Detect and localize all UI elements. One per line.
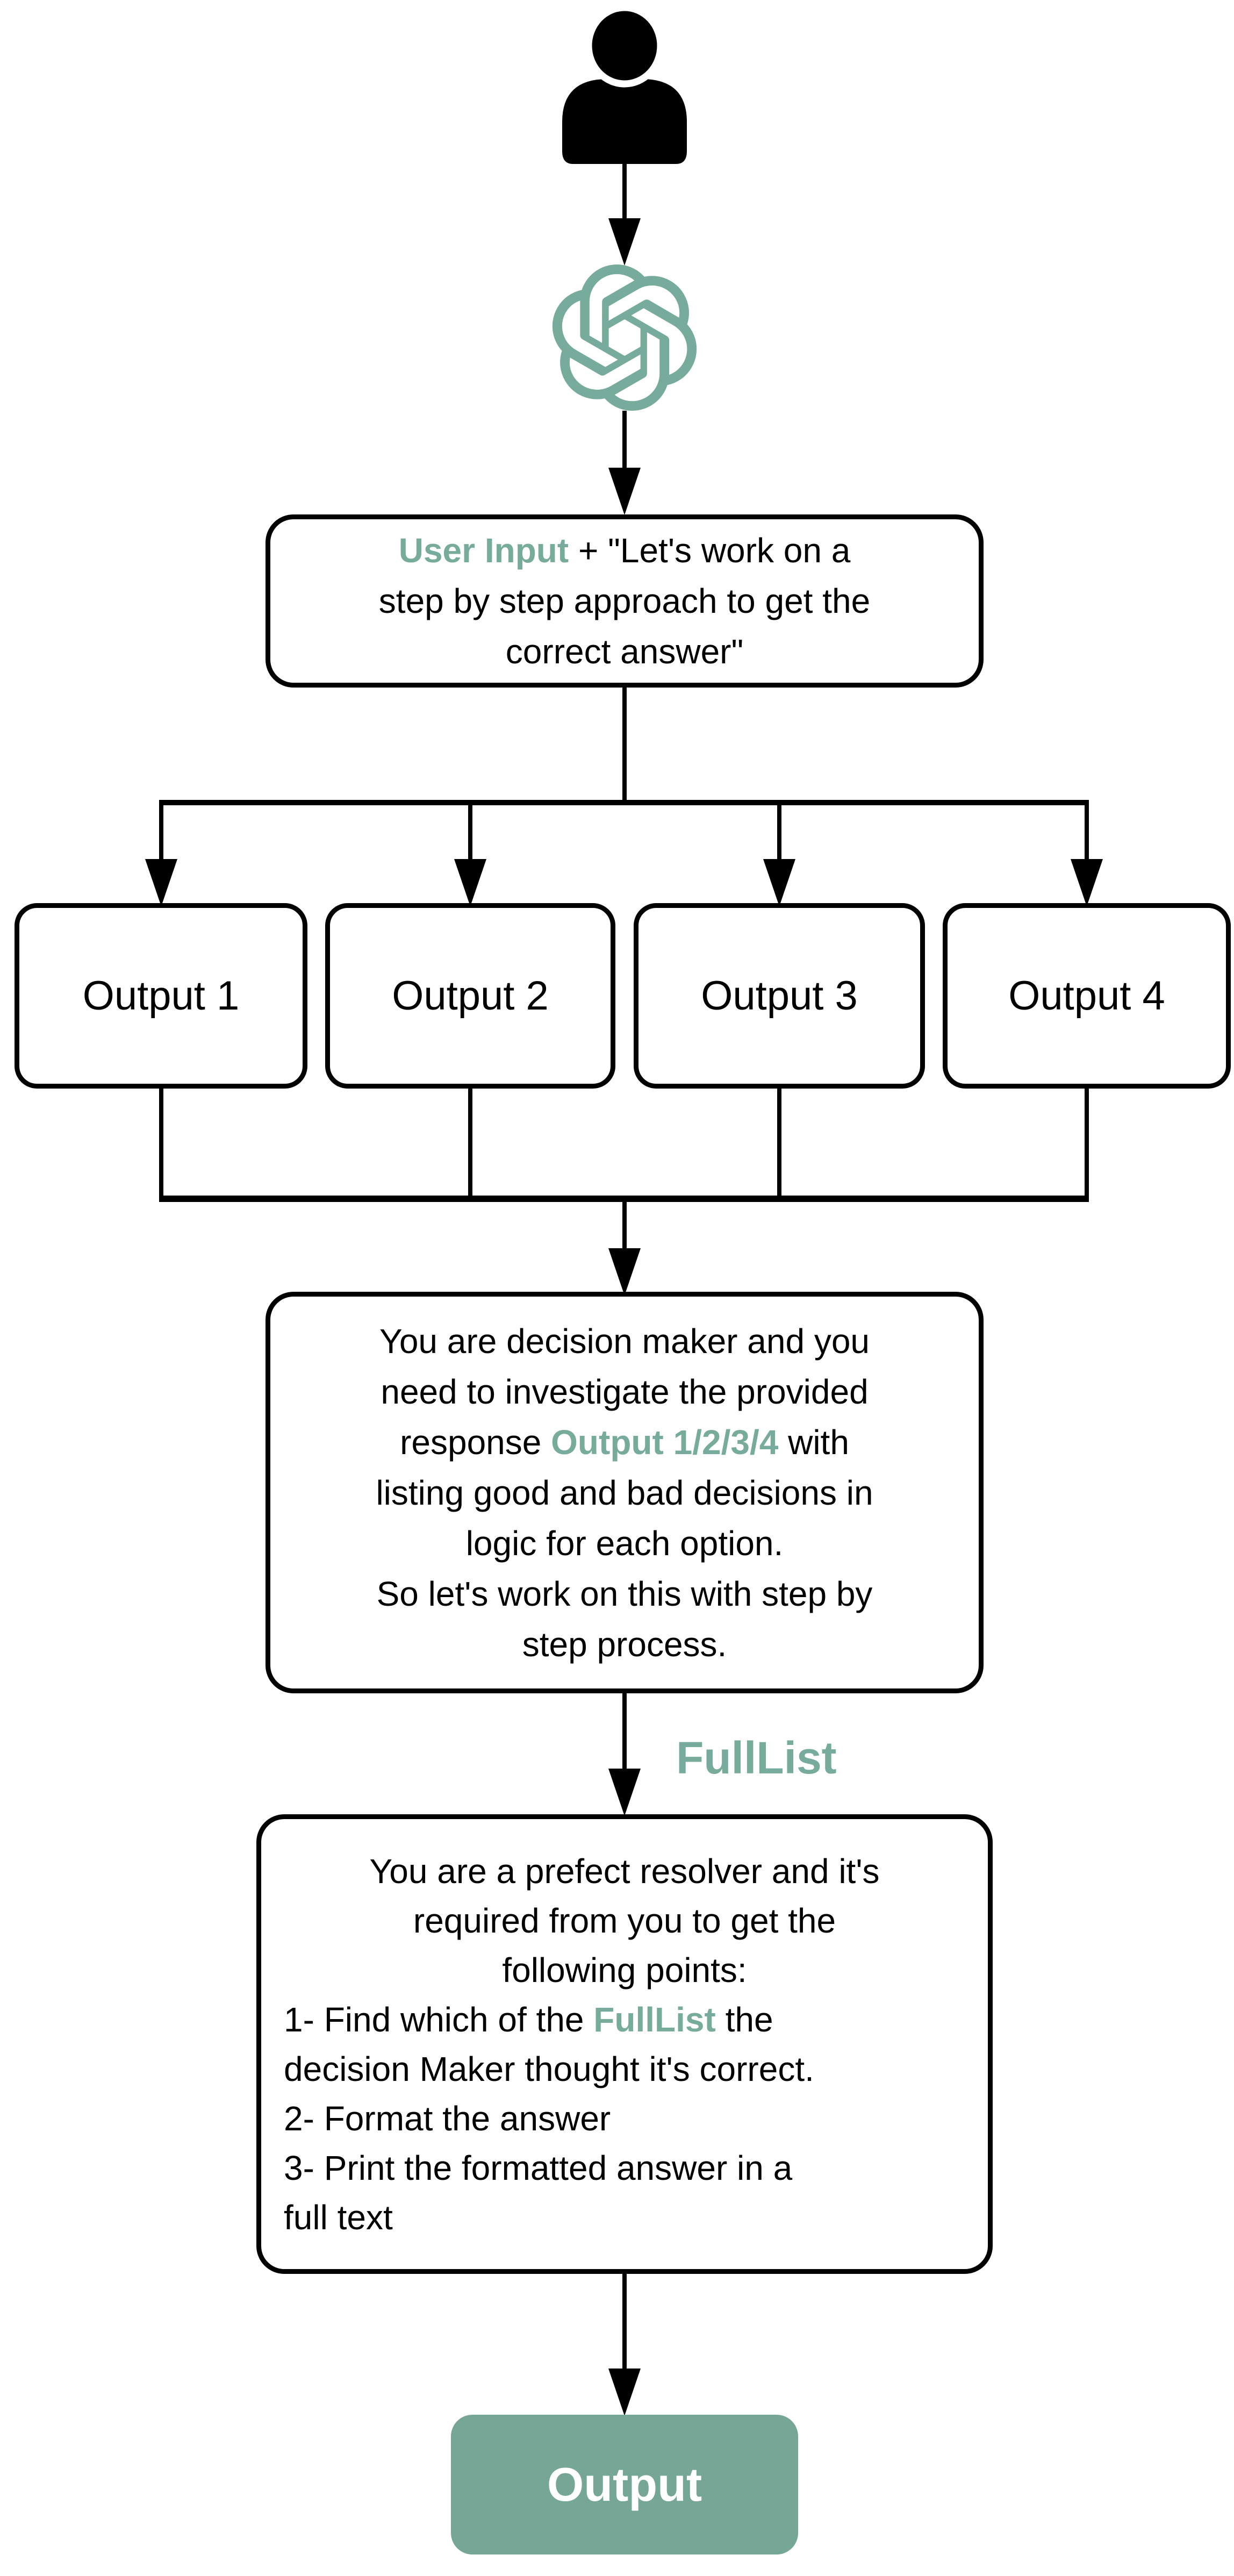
output-node-3: Output 3 [634, 903, 925, 1089]
merge-from-output1-line [159, 1089, 163, 1199]
output-node-4: Output 4 [943, 903, 1231, 1089]
arrowhead-icon [608, 1769, 641, 1816]
arrowhead-icon [608, 2369, 641, 2416]
arrowhead-icon [608, 1248, 641, 1296]
merge-line [159, 1196, 1089, 1202]
arrowhead-icon [608, 218, 641, 266]
edge-llm-to-input-line [622, 411, 627, 471]
edge-to-output4-line [1085, 803, 1089, 861]
arrowhead-icon [145, 859, 177, 906]
merge-from-output2-line [468, 1089, 472, 1199]
output-node-4-label: Output 4 [1008, 973, 1165, 1019]
user-person-icon [560, 4, 689, 164]
edge-to-decision-line [622, 1202, 627, 1250]
edge-to-final-output-line [622, 2274, 627, 2371]
final-output-node: Output [451, 2415, 798, 2554]
edge-to-output2-line [468, 803, 472, 861]
openai-logo-icon [551, 264, 698, 411]
edge-to-resolver-line [622, 1693, 627, 1771]
arrowhead-icon [454, 859, 486, 906]
final-output-label: Output [547, 2458, 702, 2511]
fulllist-edge-label: FullList [676, 1733, 837, 1783]
branch-line [159, 800, 1089, 805]
branch-stem-line [622, 688, 627, 802]
merge-from-output3-line [777, 1089, 781, 1199]
edge-to-output3-line [777, 803, 781, 861]
edge-to-output1-line [159, 803, 163, 861]
edge-user-to-llm-line [622, 161, 627, 221]
output-node-1-label: Output 1 [82, 973, 240, 1019]
output-node-2-label: Output 2 [392, 973, 549, 1019]
arrowhead-icon [763, 859, 795, 906]
arrowhead-icon [1071, 859, 1103, 906]
output-node-1: Output 1 [15, 903, 307, 1089]
output-node-2: Output 2 [325, 903, 615, 1089]
merge-from-output4-line [1085, 1089, 1089, 1199]
arrowhead-icon [608, 468, 641, 515]
output-node-3-label: Output 3 [701, 973, 858, 1019]
